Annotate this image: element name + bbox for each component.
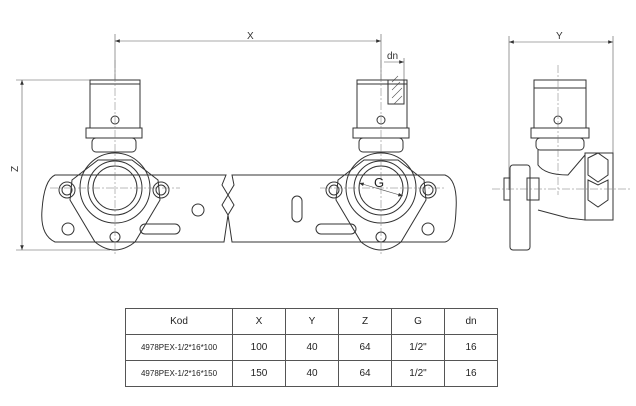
- mounting-plate: [41, 174, 457, 243]
- dimension-z: Z: [10, 79, 110, 251]
- header-y: Y: [285, 308, 339, 335]
- side-view: Y: [492, 31, 630, 251]
- dimension-z-label: Z: [10, 166, 21, 172]
- dimension-x-label: X: [247, 31, 254, 42]
- cell-kod: 4978PEX-1/2*16*150: [125, 360, 233, 387]
- cell-dn: 16: [444, 334, 498, 361]
- fitting-left: [50, 60, 180, 255]
- cell-g: 1/2": [391, 334, 445, 361]
- cell-g: 1/2": [391, 360, 445, 387]
- fitting-right: G: [320, 60, 445, 255]
- header-g: G: [391, 308, 445, 335]
- cell-z: 64: [338, 360, 392, 387]
- dimension-g-label: G: [374, 175, 384, 190]
- cell-kod: 4978PEX-1/2*16*100: [125, 334, 233, 361]
- dimension-x: X: [114, 31, 382, 80]
- cell-x: 150: [232, 360, 286, 387]
- cell-y: 40: [285, 334, 339, 361]
- header-z: Z: [338, 308, 392, 335]
- cell-y: 40: [285, 360, 339, 387]
- header-dn: dn: [444, 308, 498, 335]
- table-header-row: Kod X Y Z G dn: [125, 308, 498, 335]
- table-row: 4978PEX-1/2*16*100 100 40 64 1/2" 16: [125, 334, 498, 361]
- dimension-dn: dn: [384, 51, 405, 105]
- cell-dn: 16: [444, 360, 498, 387]
- dimension-y-label: Y: [556, 31, 563, 42]
- dimensions-table: Kod X Y Z G dn 4978PEX-1/2*16*100 100 40…: [125, 308, 498, 387]
- cell-z: 64: [338, 334, 392, 361]
- table-row: 4978PEX-1/2*16*150 150 40 64 1/2" 16: [125, 360, 498, 387]
- header-kod: Kod: [125, 308, 233, 335]
- dimension-dn-label: dn: [387, 51, 398, 62]
- cell-x: 100: [232, 334, 286, 361]
- header-x: X: [232, 308, 286, 335]
